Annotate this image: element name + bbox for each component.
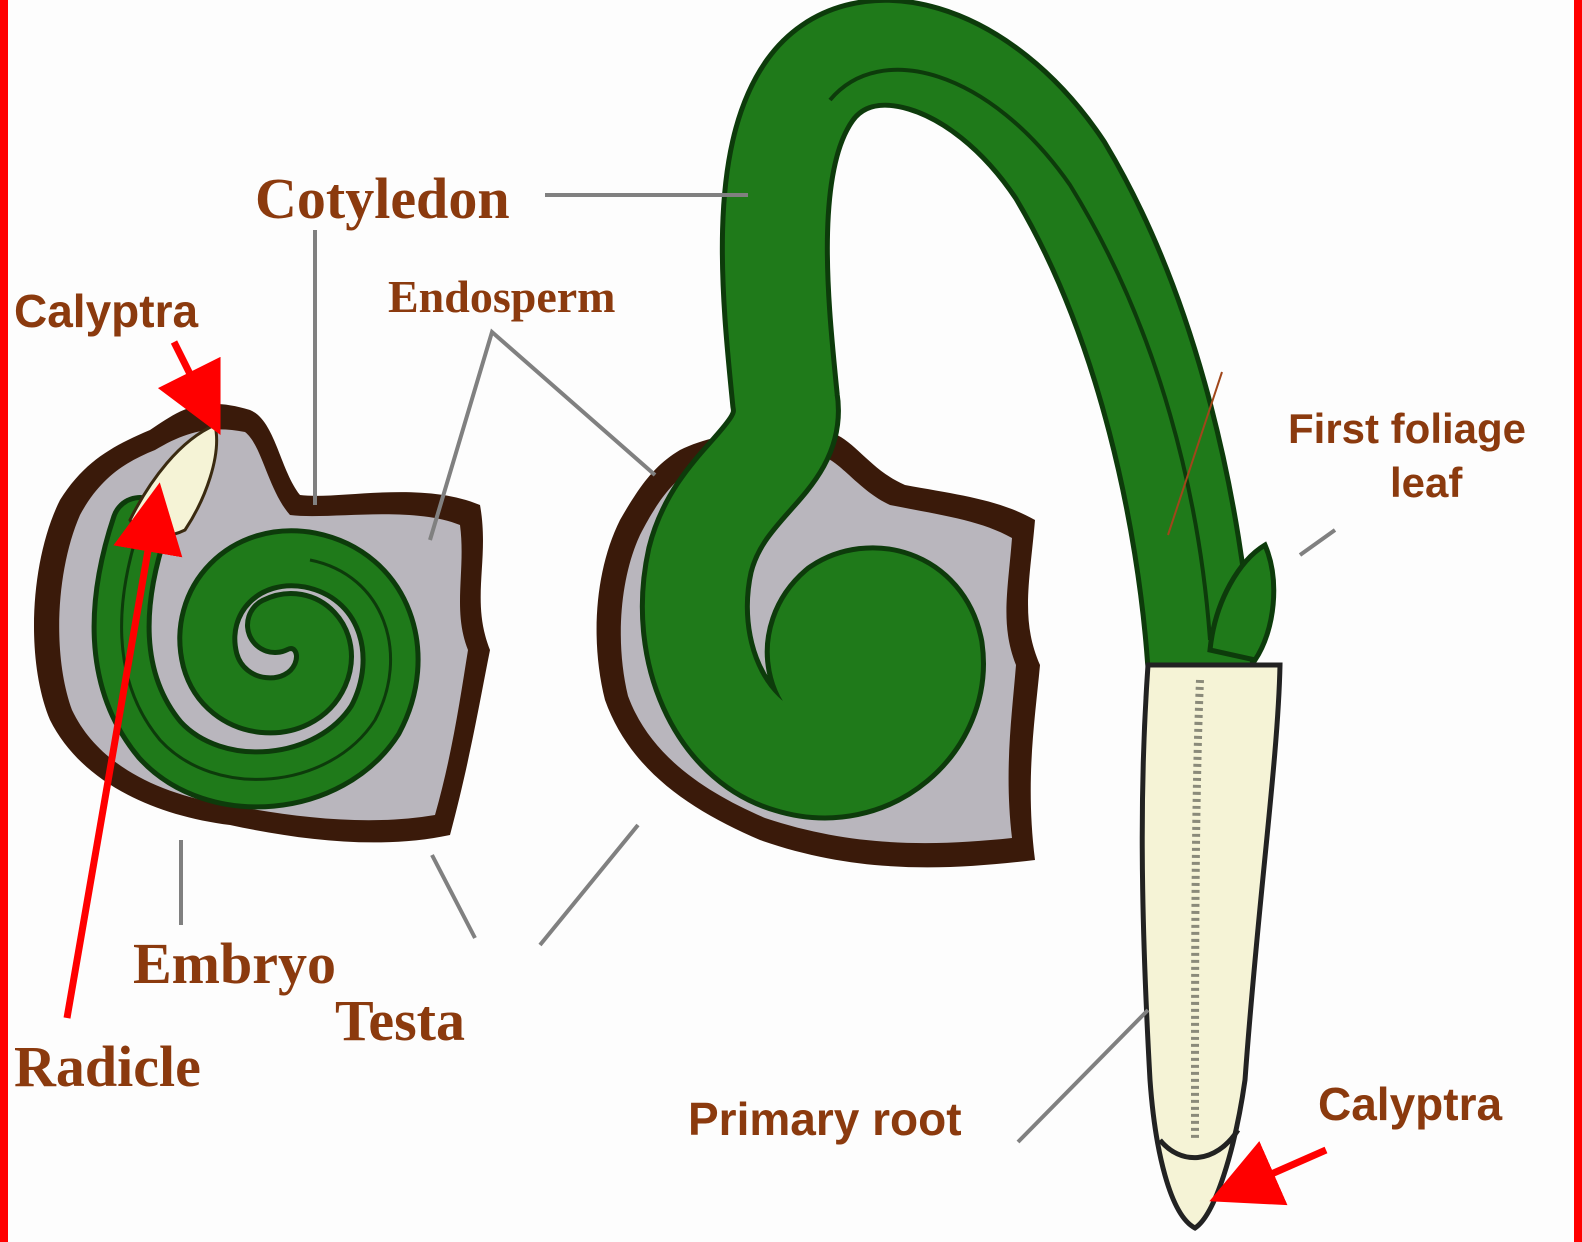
- label-testa: Testa: [335, 988, 465, 1053]
- label-calyptra-right: Calyptra: [1318, 1078, 1502, 1130]
- right-seedling-cotyledon: [695, 53, 1200, 766]
- left-seed: [34, 404, 490, 843]
- label-first-foliage-leaf-line2: leaf: [1390, 459, 1463, 506]
- primary-root-leader: [1018, 1010, 1148, 1142]
- calyptra-left-arrow: [174, 342, 208, 410]
- foliage-leaf-leader: [1300, 530, 1335, 555]
- testa-leader-right: [540, 825, 638, 945]
- right-seedling: [597, 53, 1280, 1228]
- label-first-foliage-leaf-line1: First foliage: [1288, 405, 1526, 452]
- label-endosperm: Endosperm: [388, 271, 615, 322]
- calyptra-right-arrow: [1235, 1150, 1326, 1190]
- label-radicle: Radicle: [14, 1034, 201, 1099]
- label-primary-root: Primary root: [688, 1093, 962, 1145]
- label-cotyledon: Cotyledon: [255, 166, 510, 231]
- label-embryo: Embryo: [133, 931, 336, 996]
- testa-leader: [432, 855, 475, 938]
- label-calyptra-left: Calyptra: [14, 285, 198, 337]
